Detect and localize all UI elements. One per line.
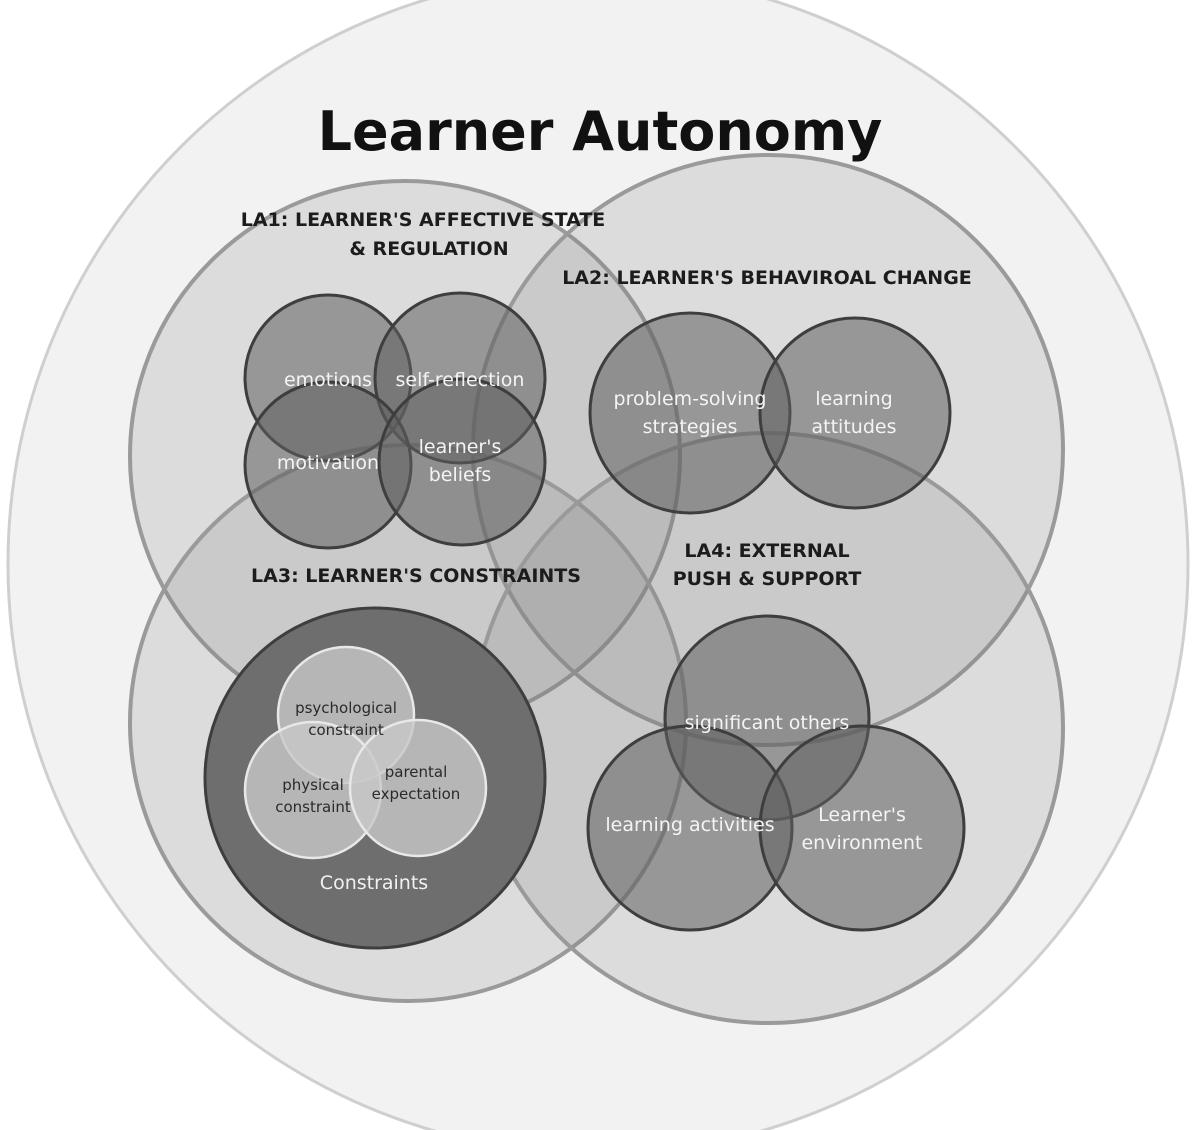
environment-label-line1: Learner's <box>818 804 906 826</box>
beliefs-label-line2: beliefs <box>429 464 492 486</box>
la1-heading-line1: LA1: LEARNER'S AFFECTIVE STATE <box>241 209 606 231</box>
parental-circle <box>348 718 488 858</box>
la3-heading: LA3: LEARNER'S CONSTRAINTS <box>251 565 581 587</box>
physical-label-line1: physical <box>282 776 344 794</box>
significant-others-label: significant others <box>685 712 850 734</box>
environment-circle <box>758 724 966 932</box>
la4-heading-line1: LA4: EXTERNAL <box>684 540 849 562</box>
constraints-label: Constraints <box>320 872 428 894</box>
learning-activities-label: learning activities <box>605 814 774 836</box>
self-reflection-label: self-reflection <box>396 369 525 391</box>
la4-heading-line2: PUSH & SUPPORT <box>673 568 862 590</box>
la1-heading-line2: & REGULATION <box>349 238 508 260</box>
parental-label-line2: expectation <box>372 785 461 803</box>
emotions-label: emotions <box>284 369 372 391</box>
learning-attitudes-label-line2: attitudes <box>812 416 897 438</box>
physical-label-line2: constraint <box>275 798 351 816</box>
psychological-label-line2: constraint <box>308 721 384 739</box>
learning-attitudes-circle <box>758 316 952 510</box>
learning-attitudes-label-line1: learning <box>815 388 893 410</box>
psychological-label-line1: psychological <box>295 699 397 717</box>
la2-heading: LA2: LEARNER'S BEHAVIROAL CHANGE <box>562 267 972 289</box>
problem-solving-label-line2: strategies <box>643 416 738 438</box>
beliefs-circle <box>377 377 547 547</box>
beliefs-label-line1: learner's <box>419 436 502 458</box>
environment-label-line2: environment <box>801 832 922 854</box>
problem-solving-label-line1: problem-solving <box>614 388 767 410</box>
page-title: Learner Autonomy <box>318 100 883 163</box>
parental-label-line1: parental <box>385 763 448 781</box>
motivation-label: motivation <box>277 452 379 474</box>
